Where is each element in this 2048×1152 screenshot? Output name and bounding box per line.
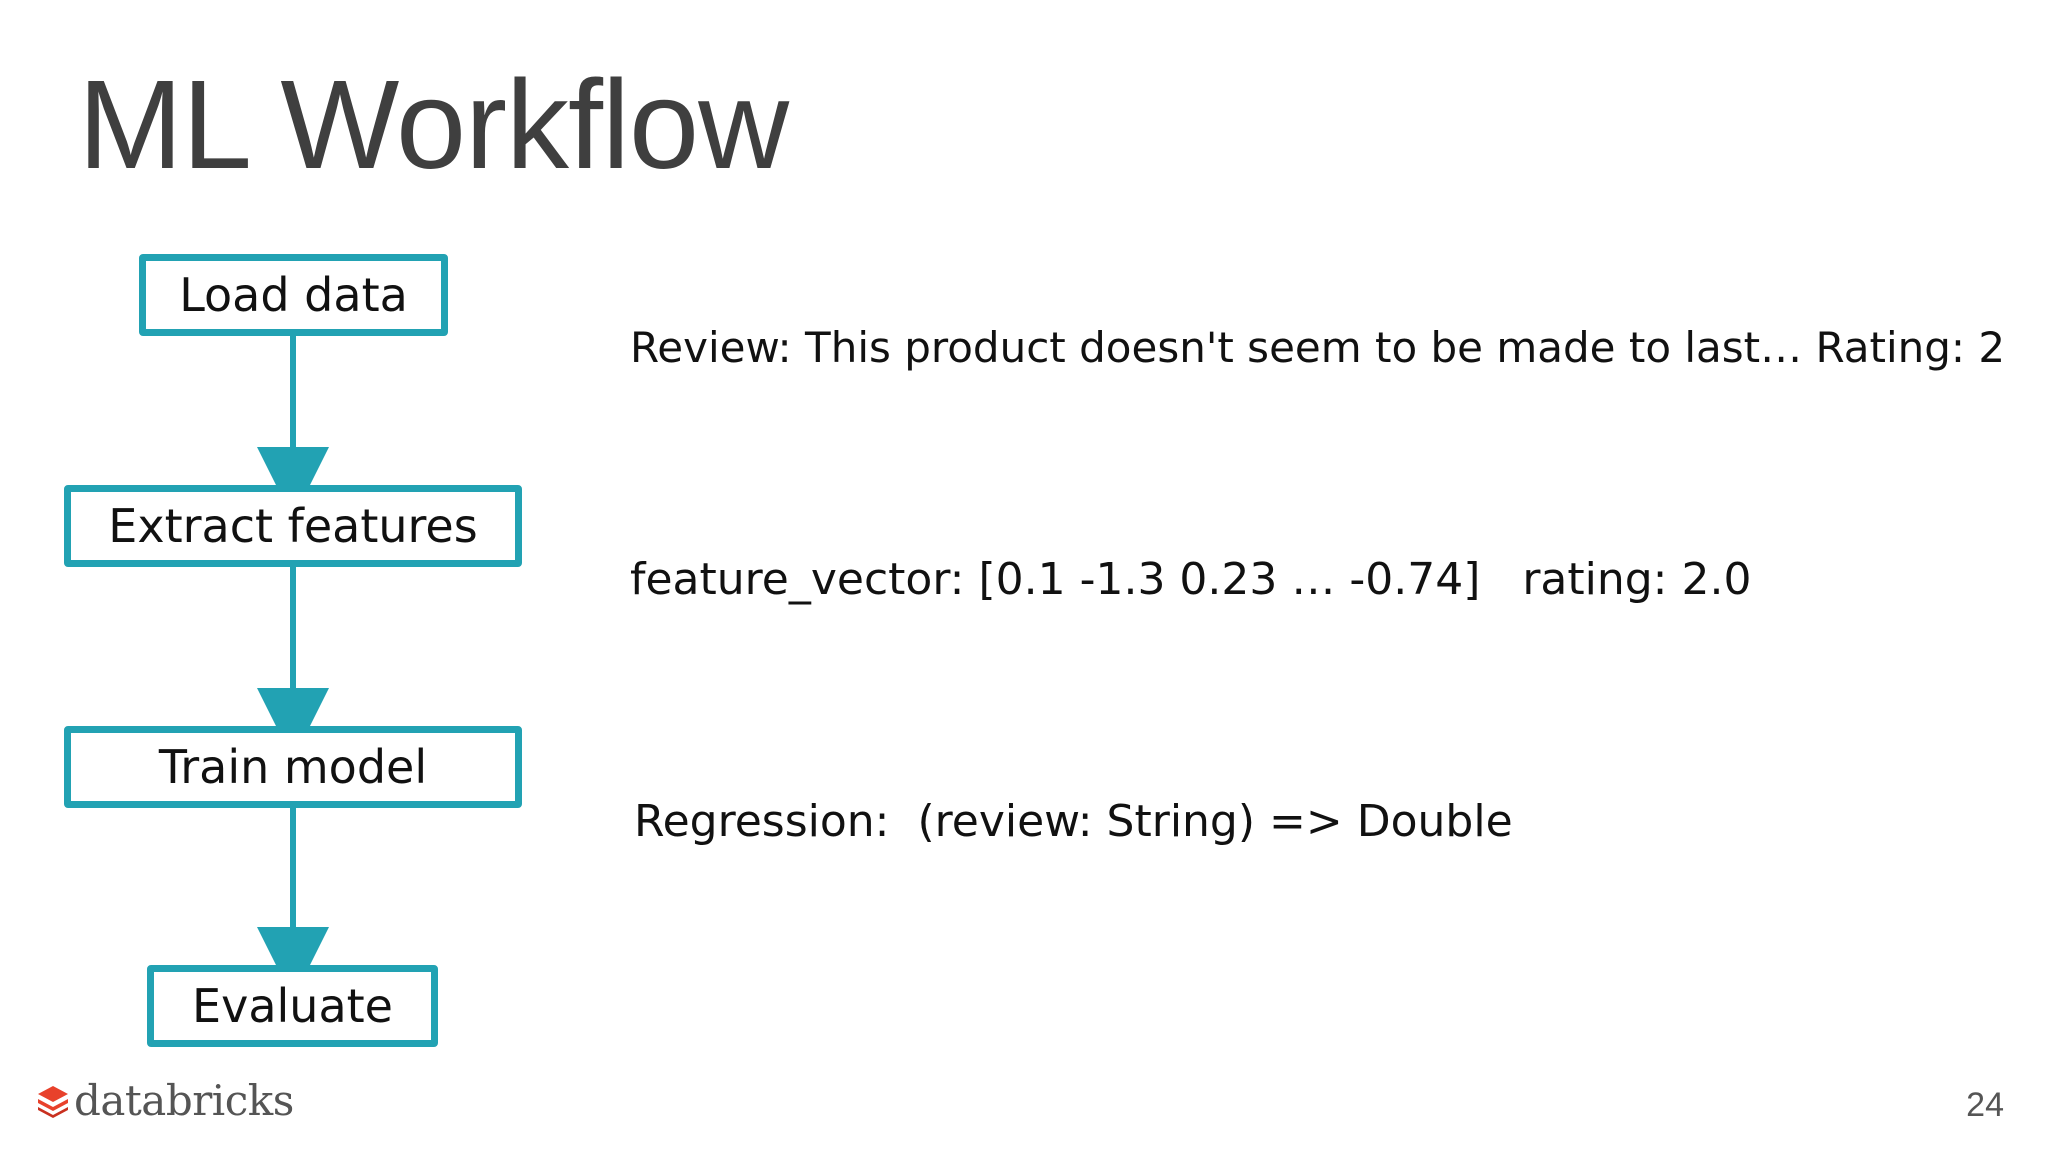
workflow-step-label: Evaluate	[192, 979, 393, 1033]
workflow-step-label: Train model	[158, 740, 428, 794]
workflow-step-evaluate: Evaluate	[147, 965, 438, 1047]
databricks-logo-icon	[38, 1086, 68, 1118]
regression-signature-text: Regression: (review: String) => Double	[634, 796, 1513, 847]
workflow-step-load-data: Load data	[139, 254, 448, 336]
logo-text: databricks	[74, 1076, 294, 1125]
databricks-logo: databricks	[36, 1080, 294, 1122]
workflow-step-label: Extract features	[108, 499, 478, 553]
review-example-text: Review: This product doesn't seem to be …	[630, 323, 2006, 372]
page-number: 24	[1966, 1086, 2004, 1124]
feature-vector-text: feature_vector: [0.1 -1.3 0.23 … -0.74] …	[630, 554, 1752, 605]
slide-title: ML Workflow	[78, 54, 789, 195]
workflow-step-label: Load data	[179, 268, 408, 322]
workflow-step-train-model: Train model	[64, 726, 522, 808]
workflow-step-extract-features: Extract features	[64, 485, 522, 567]
